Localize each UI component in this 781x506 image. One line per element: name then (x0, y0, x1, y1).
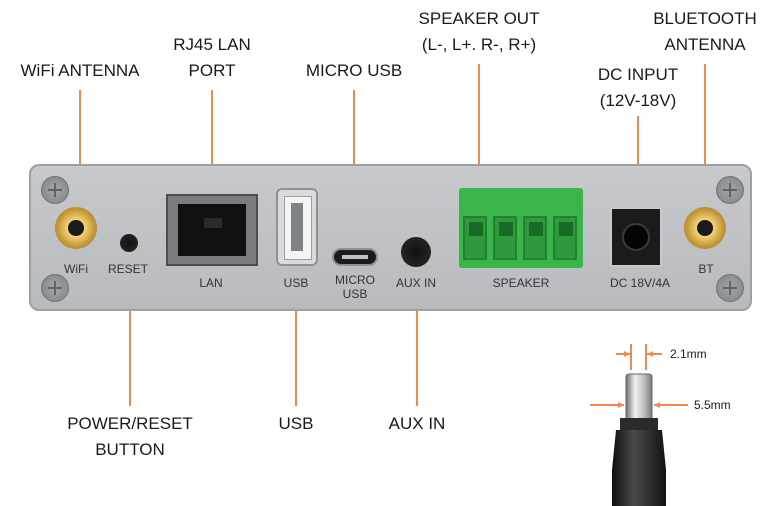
aux-in-jack[interactable] (401, 237, 431, 267)
usb-leader-line (295, 236, 297, 406)
reset-button[interactable] (120, 234, 138, 252)
dc-plug-diagram (590, 344, 688, 506)
wifi-antenna-connector[interactable] (55, 207, 97, 249)
usb-port-opening (284, 196, 312, 260)
screw-icon (41, 176, 69, 204)
micro-usb-slot (342, 255, 368, 259)
rj45-lan-port-callout: RJ45 LAN PORT (173, 35, 251, 80)
bt-port-label: BT (698, 262, 714, 276)
plug-collar (620, 418, 658, 430)
lan-leader-line (211, 90, 213, 222)
usb-tongue (291, 203, 303, 251)
micro-usb-port[interactable] (332, 248, 378, 266)
power-reset-button-callout: POWER/RESET BUTTON (67, 414, 193, 459)
bluetooth-antenna-callout: BLUETOOTH ANTENNA (653, 9, 757, 54)
terminal-screw-icon (499, 222, 513, 236)
dc-jack-opening (622, 223, 650, 251)
pin-diameter-label: 2.1mm (670, 347, 707, 361)
pin-arrowhead-right (647, 351, 653, 357)
reset-port-label: RESET (107, 262, 149, 276)
terminal-screw-icon (529, 222, 543, 236)
lan-latch (204, 218, 222, 228)
aux-in-callout: AUX IN (388, 414, 446, 433)
rj45-lan-port[interactable] (166, 194, 258, 266)
barrel-diameter-label: 5.5mm (694, 398, 731, 412)
pin-arrowhead-left (624, 351, 630, 357)
dc-input-callout: DC INPUT (12V-18V) (597, 65, 679, 110)
speaker-terminal (493, 216, 517, 260)
speaker-terminal (463, 216, 487, 260)
screw-icon (716, 274, 744, 302)
usb-port[interactable] (276, 188, 318, 266)
wifi-antenna-callout: WiFi ANTENNA (20, 61, 140, 80)
speaker-out-callout: SPEAKER OUT (L-, L+. R-, R+) (418, 9, 540, 54)
wifi-port-label: WiFi (64, 262, 88, 276)
bluetooth-antenna-connector[interactable] (684, 207, 726, 249)
speaker-terminal (523, 216, 547, 260)
plug-body (612, 430, 666, 506)
usb-callout: USB (278, 414, 314, 433)
speaker-terminal (553, 216, 577, 260)
terminal-screw-icon (469, 222, 483, 236)
reset-leader-line (129, 246, 131, 406)
aux-in-port-label: AUX IN (395, 276, 437, 290)
terminal-screw-icon (559, 222, 573, 236)
micro-usb-callout: MICRO USB (305, 61, 403, 80)
barrel-arrowhead-right (654, 402, 660, 408)
lan-port-opening (178, 204, 246, 256)
micro-usb-port-label: MICRO USB (335, 273, 375, 301)
usb-port-label: USB (283, 276, 309, 290)
wifi-leader-line (79, 90, 81, 208)
bt-leader-line (704, 64, 706, 214)
speaker-port-label: SPEAKER (492, 276, 550, 290)
dc-port-label: DC 18V/4A (609, 276, 671, 290)
barrel-arrowhead-left (618, 402, 624, 408)
speaker-leader-line (478, 64, 480, 218)
aux-leader-line (416, 256, 418, 406)
lan-port-label: LAN (199, 276, 223, 290)
dc-input-jack[interactable] (610, 207, 662, 267)
speaker-terminal-block[interactable] (459, 188, 583, 268)
screw-icon (716, 176, 744, 204)
screw-icon (41, 274, 69, 302)
